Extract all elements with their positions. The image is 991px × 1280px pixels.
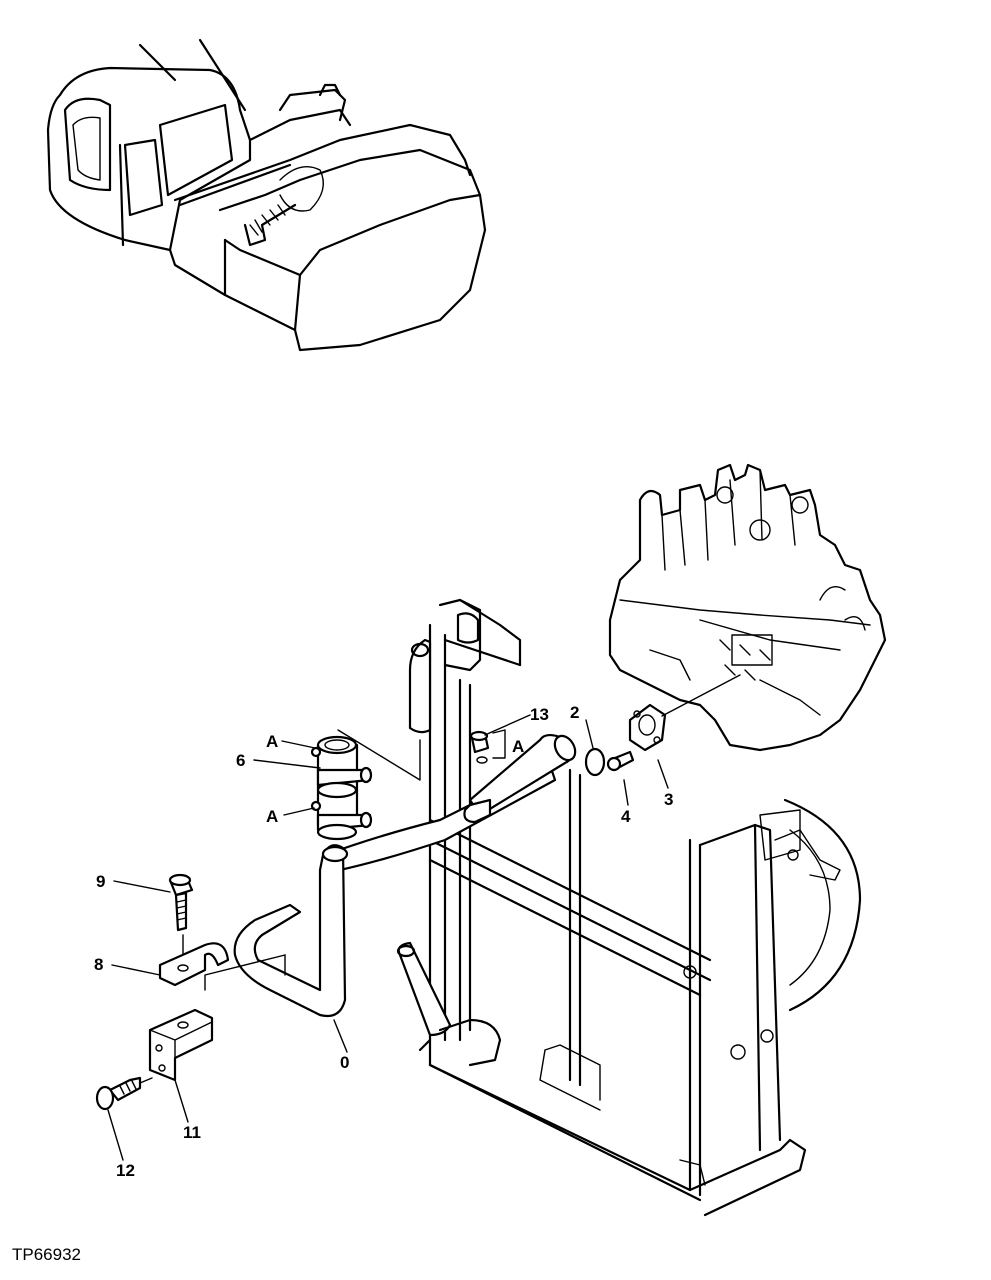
frame-assembly [396,598,862,1217]
callout-a-lower: A [266,807,278,826]
excavator-overview [46,38,487,352]
callout-4: 4 [621,807,631,826]
reference-code: TP66932 [12,1245,81,1264]
clamp-6 [310,729,421,841]
callout-13: 13 [530,705,549,724]
bracket-parts [95,873,230,1111]
fitting-13 [469,714,531,764]
callout-9: 9 [96,872,105,891]
control-valve [608,463,887,752]
callout-2: 2 [570,703,579,722]
callout-8: 8 [94,955,103,974]
callout-a-upper: A [266,732,278,751]
callout-a-right: A [512,737,524,756]
callout-0: 0 [340,1053,349,1072]
callout-3: 3 [664,790,673,809]
callout-labels: 0 2 3 4 6 8 9 11 12 13 A A A [94,703,673,1180]
callout-6: 6 [236,751,245,770]
callout-12: 12 [116,1161,135,1180]
callout-11: 11 [183,1123,201,1142]
flange-parts [584,674,741,777]
leader-lines [107,719,669,1161]
hose-pipe-0 [204,733,577,1018]
